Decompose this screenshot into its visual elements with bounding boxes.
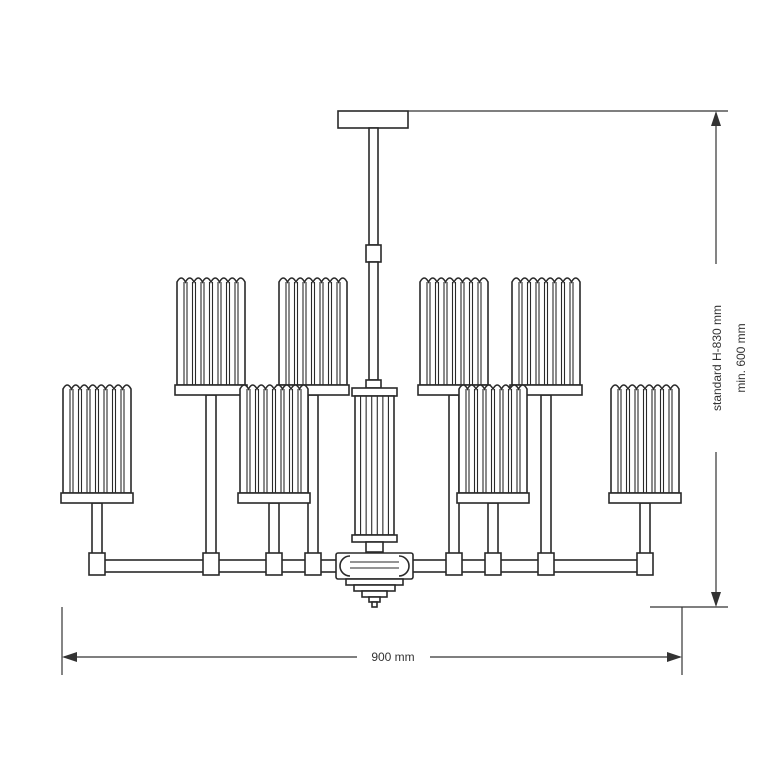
arm-joint (537, 552, 555, 576)
arm-joint (304, 552, 322, 576)
central-hub (335, 552, 414, 608)
suspension-rod-lower (368, 261, 379, 381)
lower-arm-stem (91, 502, 103, 556)
suspension-rod-upper (368, 127, 379, 246)
shade-rim (174, 384, 248, 396)
arm-joint (484, 552, 502, 576)
arm-joint (265, 552, 283, 576)
chandelier (60, 110, 682, 608)
lower-shade-2 (237, 384, 311, 504)
central-column (351, 387, 398, 553)
rod-collar (365, 379, 382, 389)
lower-shade-1 (60, 384, 134, 504)
height-dimension: standard H-830 mm min. 600 mm (408, 110, 748, 608)
upper-shade-2 (276, 277, 350, 396)
upper-arm-stem (448, 394, 460, 556)
arm-joint (445, 552, 463, 576)
width-dimension: 900 mm (61, 607, 683, 675)
width-label: 900 mm (371, 650, 414, 664)
arm-joint (636, 552, 654, 576)
lower-arm-stem (268, 502, 280, 556)
shade-rim (456, 492, 530, 504)
lower-shade-4 (608, 384, 682, 504)
upper-shade-1 (174, 277, 248, 396)
upper-arm-stem (540, 394, 552, 556)
arm-joint (202, 552, 220, 576)
shade-rim (60, 492, 134, 504)
height-min-label: min. 600 mm (734, 323, 748, 392)
lower-arm-stem (487, 502, 499, 556)
arm-joint (88, 552, 106, 576)
shade-rim (608, 492, 682, 504)
lower-arm-stem (639, 502, 651, 556)
height-standard-label: standard H-830 mm (710, 305, 724, 411)
lower-shade-3 (456, 384, 530, 504)
ceiling-canopy (337, 110, 409, 129)
rod-connector (365, 244, 382, 263)
upper-shade-3 (417, 277, 491, 396)
upper-arm-stem (307, 394, 319, 556)
upper-shade-4 (509, 277, 583, 396)
upper-arm-stem (205, 394, 217, 556)
shade-rim (237, 492, 311, 504)
